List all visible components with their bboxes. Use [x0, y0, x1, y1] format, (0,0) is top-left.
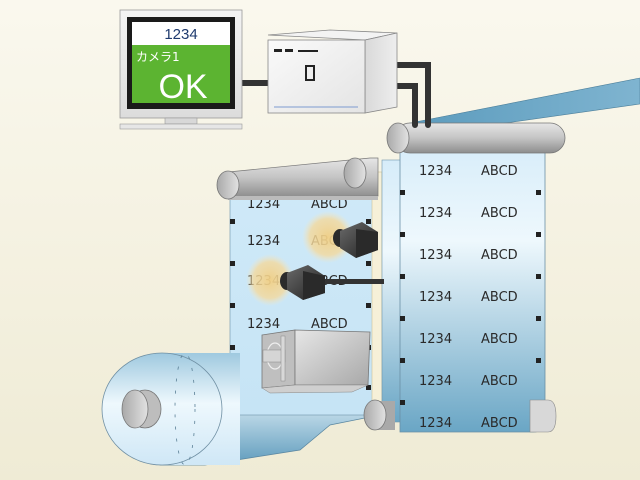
print-number: 1234 [419, 206, 452, 221]
light-glow-lower [246, 254, 294, 306]
print-number: 1234 [419, 416, 452, 431]
print-number: 1234 [419, 164, 452, 179]
print-number: 1234 [419, 374, 452, 389]
print-letters: ABCD [481, 206, 518, 221]
controller-unit [267, 29, 398, 114]
print-letters: ABCD [481, 416, 518, 431]
roller-top-right [386, 122, 566, 154]
roller-top-left [216, 157, 379, 200]
print-number: 1234 [247, 317, 280, 332]
marker-unit [261, 329, 371, 394]
print-number: 1234 [419, 332, 452, 347]
supply-roll [101, 352, 240, 466]
print-number: 1234 [247, 234, 280, 249]
camera-lower [280, 265, 384, 300]
monitor: 1234 カメラ1 OK [119, 9, 243, 130]
print-letters: ABCD [481, 164, 518, 179]
print-number: 1234 [419, 290, 452, 305]
monitor-camera-label: カメラ1 [136, 50, 180, 64]
monitor-code: 1234 [164, 26, 197, 43]
light-glow-upper [302, 211, 354, 263]
print-letters: ABCD [481, 290, 518, 305]
print-letters: ABCD [311, 317, 348, 332]
monitor-code-bar [132, 22, 230, 45]
print-letters: ABCD [481, 248, 518, 263]
roller-bottom-right [363, 399, 395, 431]
print-number: 1234 [247, 197, 280, 212]
monitor-status: OK [158, 68, 207, 106]
roller-bottom-far-right [529, 399, 557, 433]
print-letters: ABCD [481, 332, 518, 347]
print-number: 1234 [419, 248, 452, 263]
controller-switch [305, 65, 315, 81]
camera-upper [333, 222, 378, 258]
print-letters: ABCD [311, 197, 348, 212]
print-letters: ABCD [481, 374, 518, 389]
monitor-status-panel [132, 45, 230, 103]
